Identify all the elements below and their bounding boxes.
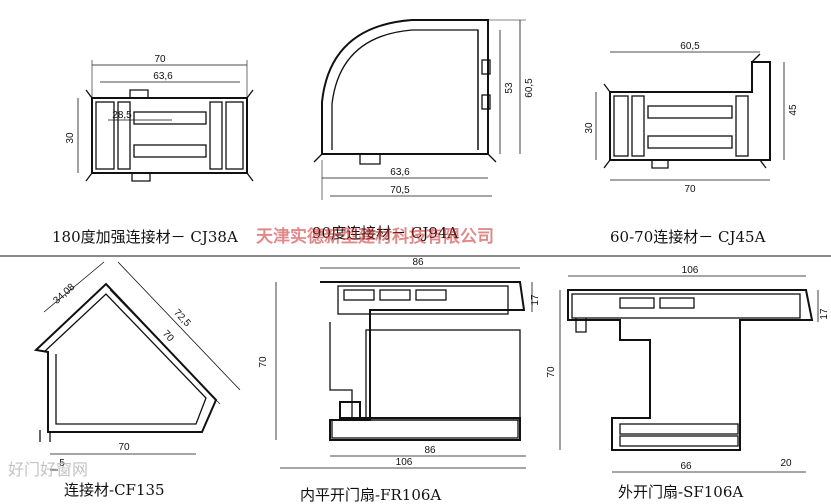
dimension-label: 30 <box>584 122 595 134</box>
dimension-label: 53 <box>504 82 515 94</box>
dimension-label: 63,6 <box>390 167 410 178</box>
dimension-label: 70 <box>546 366 557 378</box>
profile-cj94a <box>313 19 526 200</box>
profile-sf106a <box>559 275 819 473</box>
dimension-label: 17 <box>819 308 830 320</box>
dimension-label: 34,08 <box>51 281 77 306</box>
dimension-label: 28,5 <box>112 110 132 121</box>
dimension-label: 45 <box>788 104 799 116</box>
caption-cj38a: 180度加强连接材－ CJ38A <box>52 228 238 246</box>
caption-cj45a: 60-70连接材－ CJ45A <box>610 228 766 246</box>
dimension-label: 63,6 <box>153 71 173 82</box>
dimension-label: 5 <box>59 458 65 469</box>
dimension-label: 70 <box>258 356 269 368</box>
profile-cj45a <box>595 51 785 181</box>
caption-cj94a: 90度连接材－ CJ94A <box>312 224 459 242</box>
dimension-label: 72,5 <box>171 307 193 329</box>
dimension-label: 70 <box>154 54 166 65</box>
profile-cf135 <box>33 261 241 471</box>
dimension-label: 70 <box>118 442 130 453</box>
dimension-label: 70,5 <box>390 185 410 196</box>
dimension-label: 30 <box>65 132 76 144</box>
dimension-label: 66 <box>680 461 692 472</box>
dimension-label: 86 <box>424 445 436 456</box>
company-watermark: 天津实德新型建材科技有限公司 <box>256 227 494 247</box>
profile-fr106a <box>275 267 533 469</box>
dimension-label: 106 <box>396 457 413 468</box>
site-watermark: 好门好窗网 <box>8 460 89 479</box>
caption-fr106a: 内平开门扇-FR106A <box>300 486 442 504</box>
dimension-label: 17 <box>530 294 541 306</box>
dimension-label: 60,5 <box>524 78 535 98</box>
dimension-label: 70 <box>684 184 696 195</box>
caption-cf135: 连接材-CF135 <box>64 481 165 499</box>
dimension-label: 86 <box>412 257 424 268</box>
profile-cj38a <box>77 60 254 182</box>
dimension-label: 106 <box>682 265 699 276</box>
dimension-label: 60,5 <box>680 41 700 52</box>
dimension-label: 20 <box>780 458 792 469</box>
caption-sf106a: 外开门扇-SF106A <box>618 483 744 501</box>
